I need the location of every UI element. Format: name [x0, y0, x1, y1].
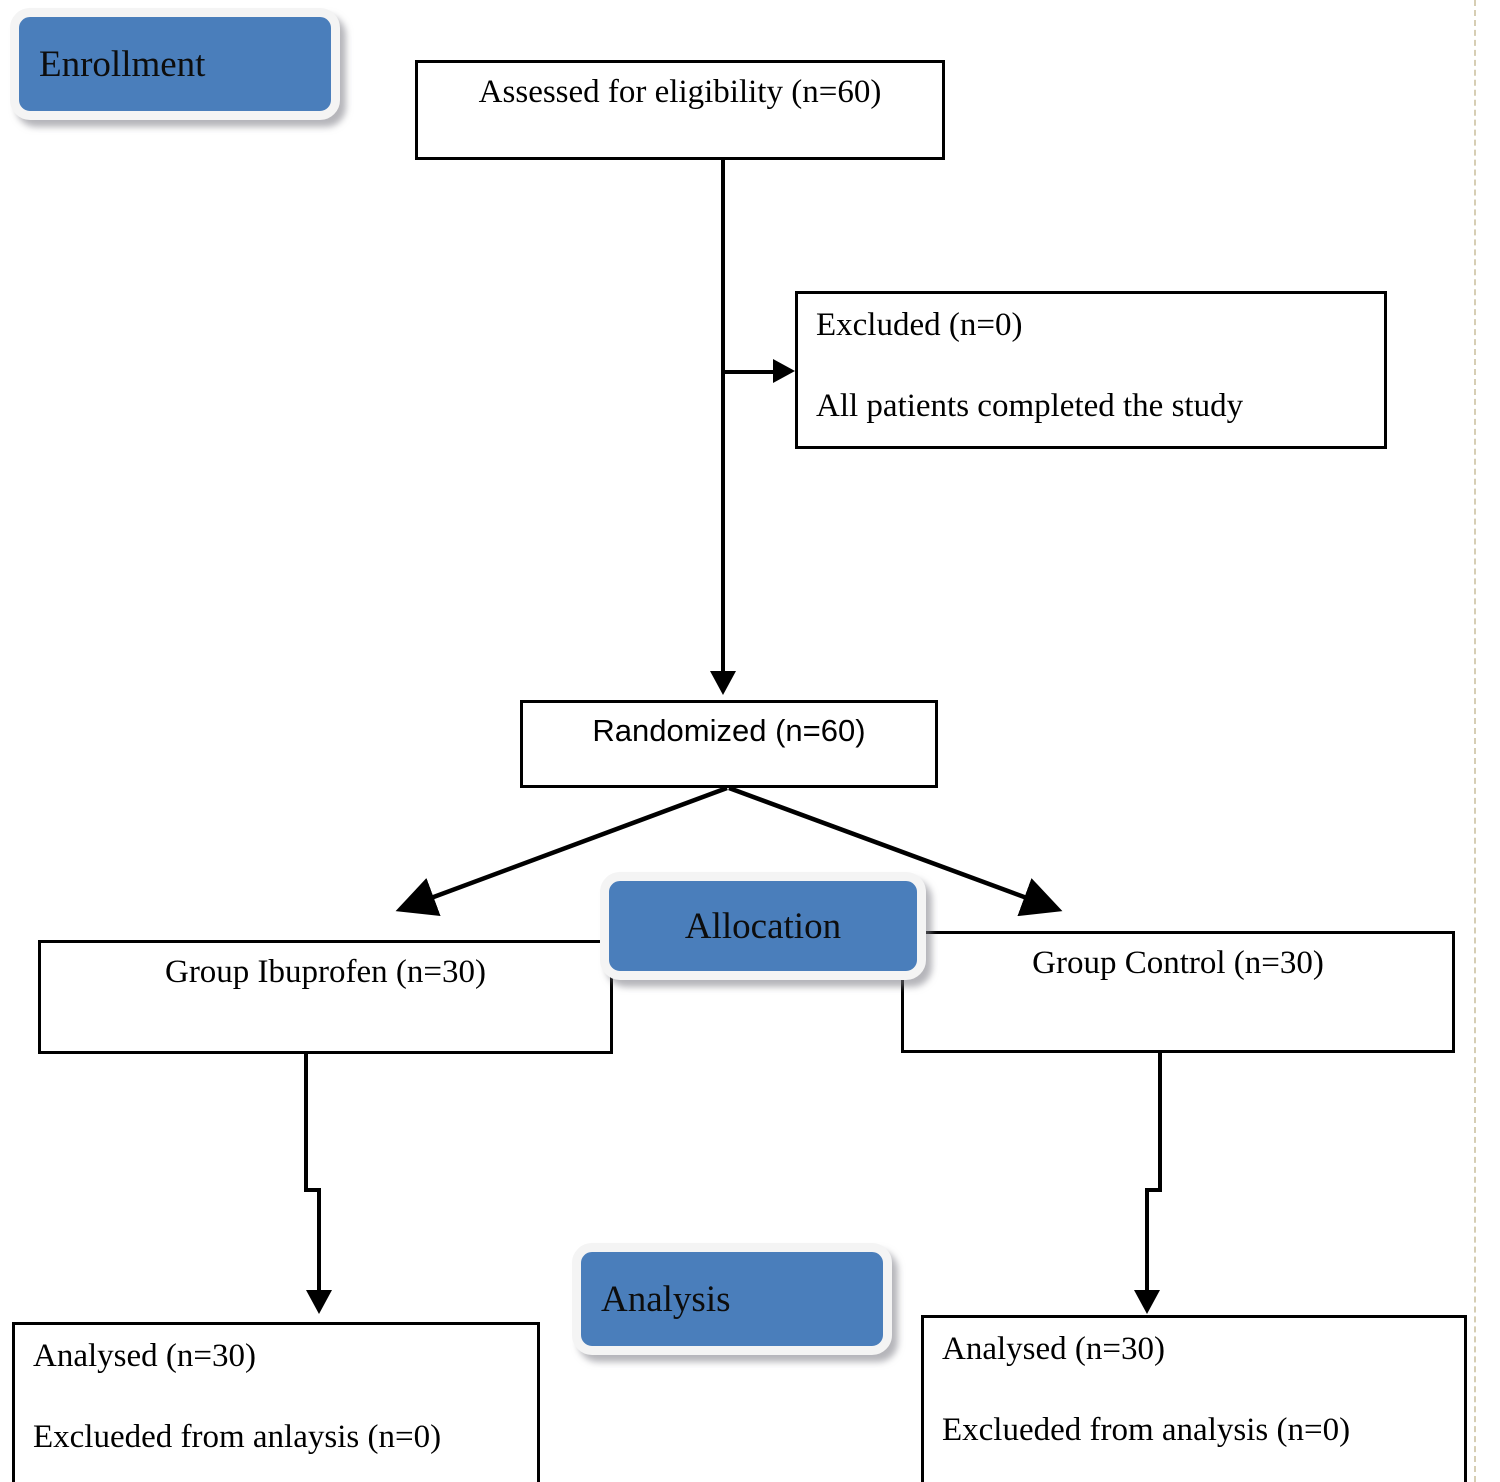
connector-control-seg-2: [1145, 1188, 1149, 1292]
phase-banner-allocation: Allocation: [600, 872, 926, 980]
node-assessed-line-1: Assessed for eligibility (n=60): [478, 74, 882, 110]
arrow-randomized-to-ibuprofen: [395, 785, 728, 917]
connector-to-excluded: [723, 370, 775, 374]
node-excluded: Excluded (n=0) All patients completed th…: [795, 291, 1387, 449]
node-randomized: Randomized (n=60): [520, 700, 938, 788]
node-analysed-ibuprofen-line-2: Exclueded from anlaysis (n=0): [33, 1418, 442, 1455]
connector-ibuprofen-seg-1: [304, 1053, 308, 1190]
page-margin-guide: [1474, 0, 1476, 1482]
phase-banner-analysis: Analysis: [572, 1243, 892, 1355]
node-group-ibuprofen-line-1: Group Ibuprofen (n=30): [164, 954, 487, 990]
node-analysed-control-spacer: [942, 1367, 1464, 1413]
allocation-fan-arrows: [395, 785, 1063, 917]
connector-ibuprofen-seg-2: [317, 1188, 321, 1292]
phase-banner-enrollment: Enrollment: [10, 8, 340, 120]
arrow-randomized-to-control: [728, 785, 1063, 917]
phase-banner-enrollment-label: Enrollment: [39, 43, 206, 85]
node-excluded-line-2: All patients completed the study: [816, 387, 1244, 424]
node-excluded-line-1: Excluded (n=0): [816, 307, 1023, 343]
arrowhead-to-randomized: [710, 671, 736, 695]
node-assessed-for-eligibility: Assessed for eligibility (n=60): [415, 60, 945, 160]
arrowhead-to-analysed-left: [306, 1290, 332, 1314]
connector-control-seg-1: [1158, 1053, 1162, 1190]
node-excluded-spacer: [816, 343, 1384, 389]
phase-banner-analysis-label: Analysis: [601, 1278, 731, 1320]
connector-assessed-to-randomized: [721, 160, 725, 671]
connector-ibuprofen-jog: [304, 1188, 321, 1192]
node-analysed-ibuprofen: Analysed (n=30) Exclueded from anlaysis …: [12, 1322, 540, 1482]
arrowhead-to-analysed-right: [1134, 1290, 1160, 1314]
node-analysed-control-line-1: Analysed (n=30): [942, 1331, 1165, 1367]
arrowhead-to-excluded: [773, 359, 795, 383]
node-analysed-ibuprofen-spacer: [33, 1374, 537, 1420]
node-group-ibuprofen: Group Ibuprofen (n=30): [38, 940, 613, 1054]
node-analysed-control-line-2: Exclueded from analysis (n=0): [942, 1411, 1351, 1448]
node-randomized-line-1: Randomized (n=60): [592, 713, 866, 748]
node-analysed-ibuprofen-line-1: Analysed (n=30): [33, 1338, 256, 1374]
node-analysed-control: Analysed (n=30) Exclueded from analysis …: [921, 1315, 1467, 1482]
node-group-control-line-1: Group Control (n=30): [1032, 945, 1324, 981]
phase-banner-allocation-label: Allocation: [684, 905, 842, 947]
node-group-control: Group Control (n=30): [901, 931, 1455, 1053]
connector-control-jog: [1145, 1188, 1162, 1192]
